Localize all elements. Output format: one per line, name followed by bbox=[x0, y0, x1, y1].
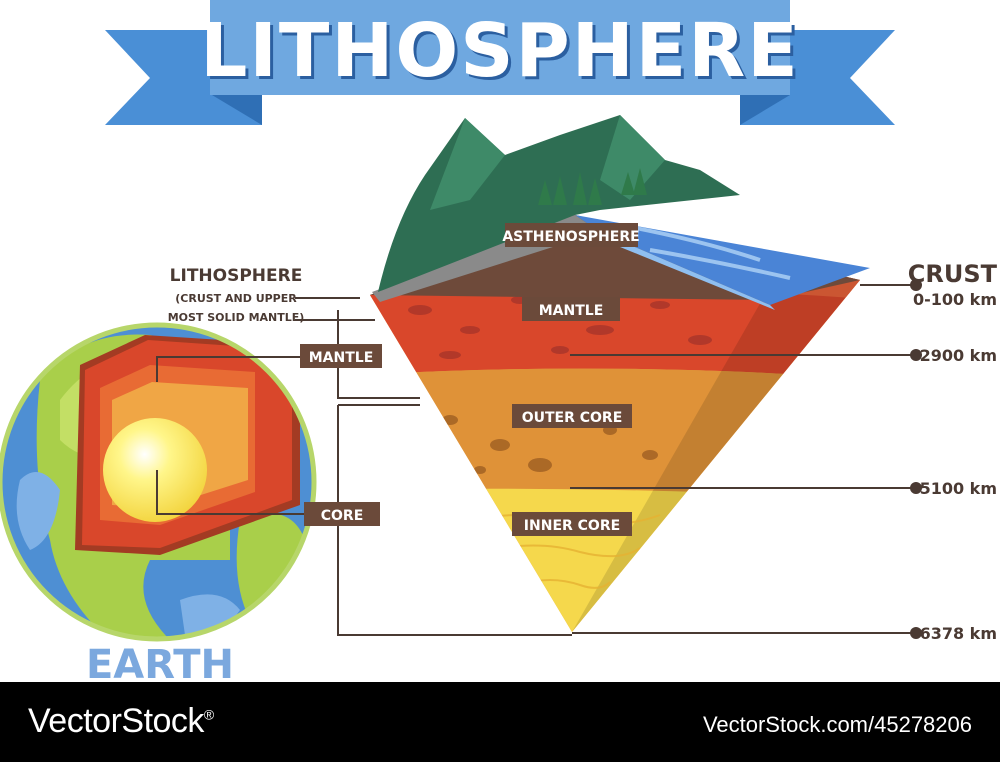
brand-mark: ® bbox=[203, 706, 214, 723]
outer-core-marker-dot bbox=[910, 482, 922, 494]
globe-inner-core bbox=[103, 418, 207, 522]
page-title: LITHOSPHERE bbox=[200, 8, 800, 94]
crust-label: CRUST bbox=[908, 260, 998, 288]
diagram-canvas: LITHOSPHERE LITHOSPHERE EARTH bbox=[0, 0, 998, 688]
title-shadow: LITHOSPHERE bbox=[203, 11, 803, 97]
globe-mantle-label: MANTLE bbox=[309, 350, 374, 366]
inner-core-depth-label: 6378 km bbox=[920, 624, 997, 643]
tree-icons bbox=[538, 168, 647, 205]
lithosphere-sub2: MOST SOLID MANTLE) bbox=[168, 311, 305, 324]
wedge-mantle-label: MANTLE bbox=[539, 303, 604, 319]
lithosphere-label: LITHOSPHERE bbox=[170, 266, 303, 286]
image-url: VectorStock.com/45278206 bbox=[702, 712, 972, 737]
brand-logo: VectorStock® bbox=[28, 702, 214, 741]
lithosphere-sub1: (CRUST AND UPPER bbox=[175, 292, 297, 305]
ribbon-band bbox=[210, 0, 790, 95]
brand-name: VectorStock bbox=[28, 702, 204, 740]
wedge-labels: ASTHENOSPHERE MANTLE OUTER CORE INNER CO… bbox=[502, 223, 640, 536]
wedge-outer-core-layer bbox=[370, 368, 860, 500]
mantle-depth-label: 2900 km bbox=[920, 346, 997, 365]
ocean-surface bbox=[575, 215, 870, 305]
watermark-footer: VectorStock® VectorStock.com/45278206 bbox=[0, 682, 1000, 762]
earth-label: EARTH bbox=[86, 642, 234, 682]
crust-range-label: 0-100 km bbox=[913, 290, 997, 309]
depth-labels: CRUST 0-100 km 2900 km 5100 km 6378 km bbox=[908, 260, 998, 643]
mantle-marker-dot bbox=[910, 349, 922, 361]
earth-globe: EARTH bbox=[0, 322, 317, 688]
globe-core-label: CORE bbox=[321, 508, 364, 524]
left-labels: LITHOSPHERE (CRUST AND UPPER MOST SOLID … bbox=[168, 266, 382, 526]
inner-core-marker-dot bbox=[910, 627, 922, 639]
outer-core-depth-label: 5100 km bbox=[920, 479, 997, 498]
title-ribbon: LITHOSPHERE LITHOSPHERE bbox=[105, 0, 895, 125]
asthenosphere-label: ASTHENOSPHERE bbox=[502, 229, 639, 245]
inner-core-label: INNER CORE bbox=[524, 518, 620, 534]
crust-wedge bbox=[370, 115, 870, 632]
outer-core-label: OUTER CORE bbox=[522, 410, 623, 426]
leader-lines bbox=[156, 279, 922, 639]
crust-marker-dot bbox=[910, 279, 922, 291]
